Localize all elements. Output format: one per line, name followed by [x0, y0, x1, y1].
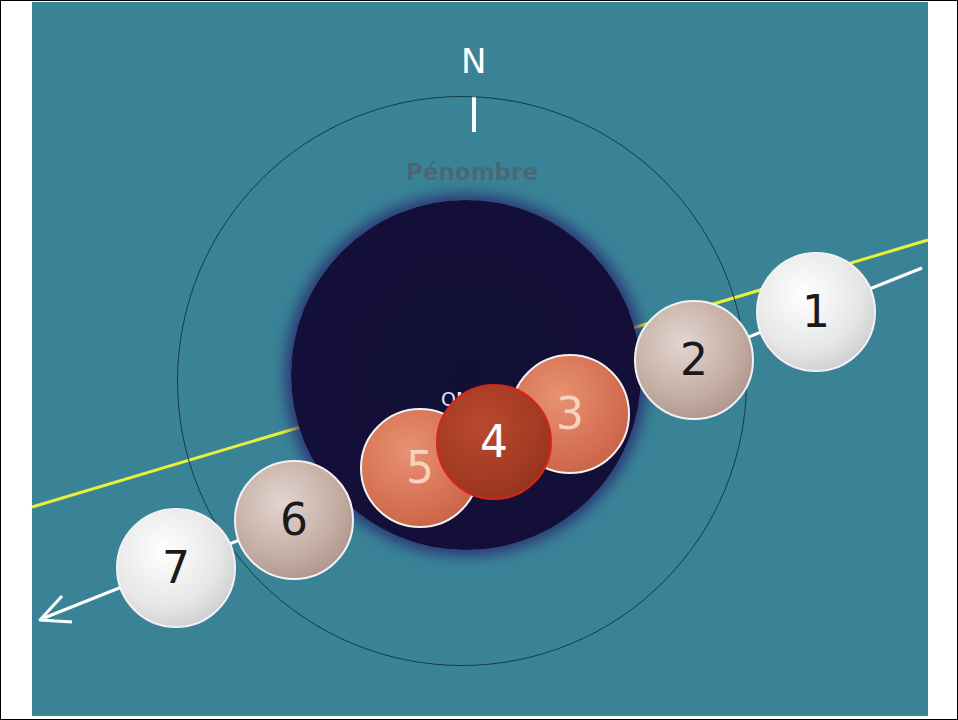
callout-number: 7	[162, 546, 190, 590]
moon-disc: 4	[436, 384, 552, 500]
callout-number: 3	[556, 392, 584, 436]
path-arrowhead	[40, 596, 72, 622]
moon-disc: 6	[234, 460, 354, 580]
callout-number: 4	[480, 420, 508, 464]
moon-disc: 2	[634, 300, 754, 420]
north-tick	[472, 96, 476, 132]
callout-number: 5	[406, 446, 434, 490]
moon-disc: 7	[116, 508, 236, 628]
moon-disc: 1	[756, 252, 876, 372]
callout-number: 1	[802, 290, 830, 334]
sky-ground	[32, 2, 928, 716]
region-label: Pénombre	[406, 159, 538, 185]
callout-number: 2	[680, 338, 708, 382]
compass-label: N	[461, 44, 486, 78]
callout-number: 6	[280, 498, 308, 542]
